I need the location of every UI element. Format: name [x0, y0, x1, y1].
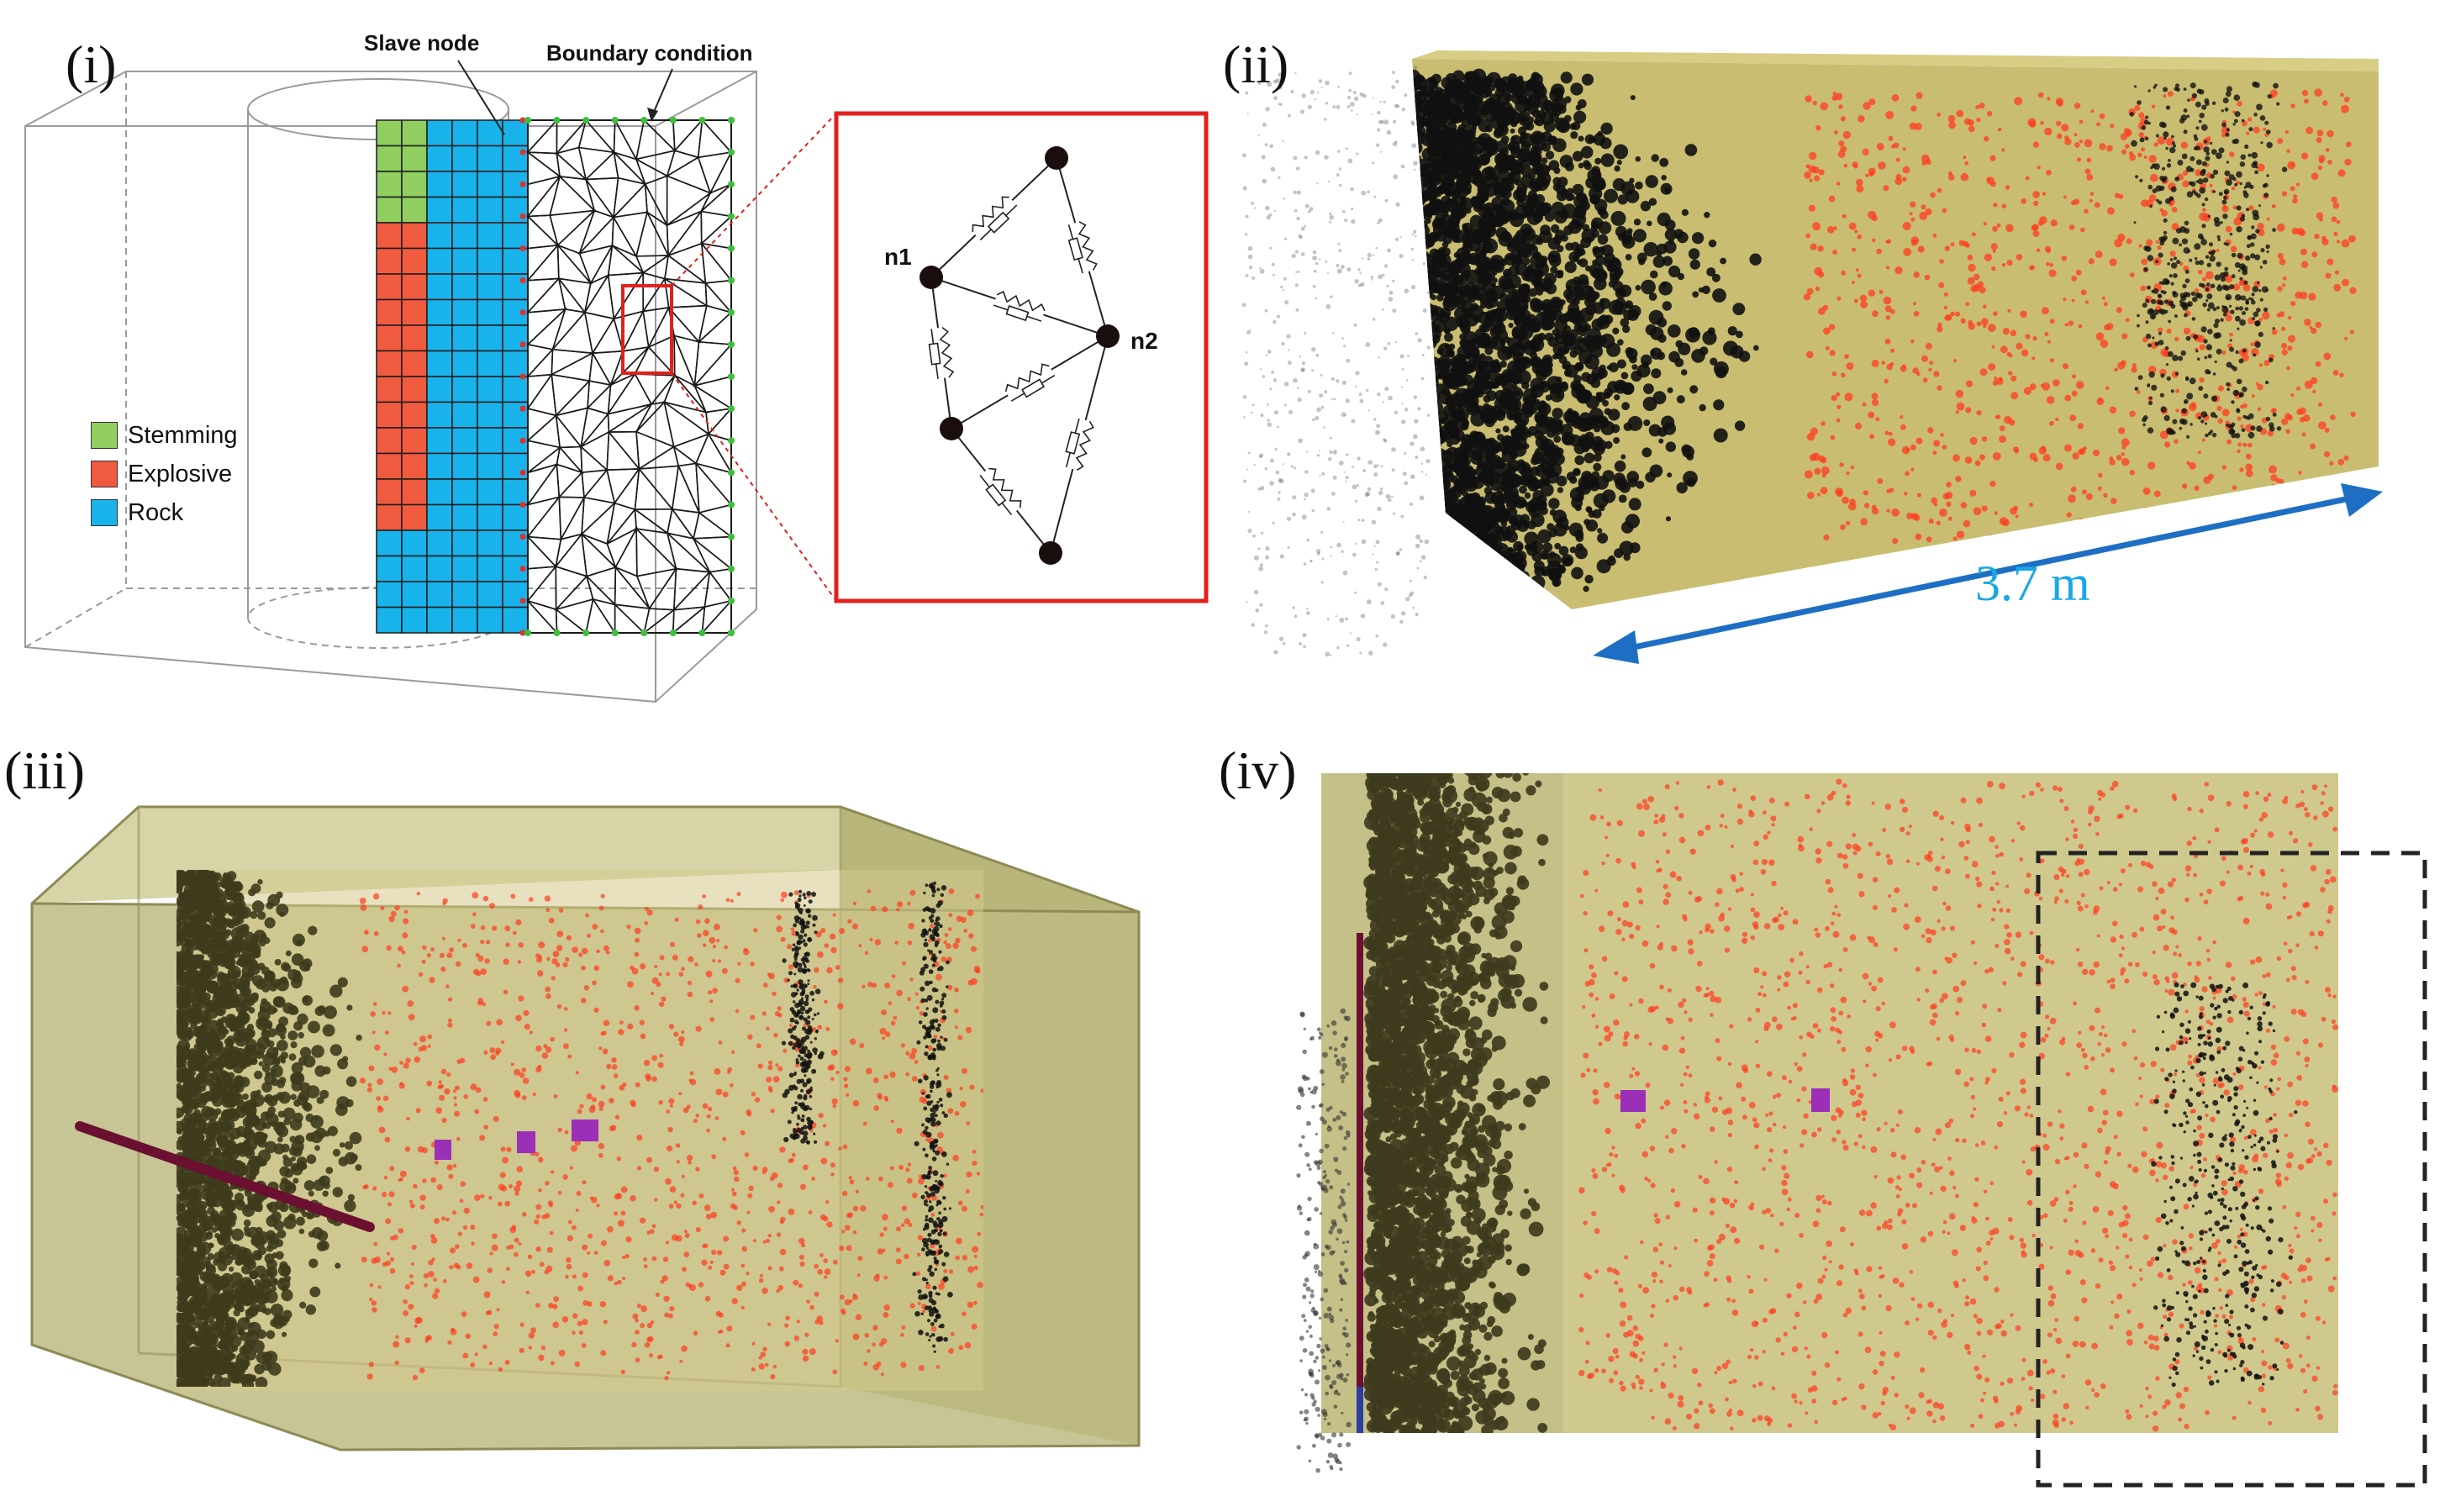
- damage-points: [359, 888, 983, 1381]
- slave-node-pointer: [457, 60, 505, 135]
- panel-iii-transparent-block: [30, 805, 1141, 1451]
- panel-label-ii: (ii): [1223, 34, 1289, 94]
- rock-block-top: [1412, 50, 2379, 71]
- legend-label: Explosive: [128, 460, 233, 487]
- legend: Stemming Explosive Rock: [91, 416, 238, 532]
- ejecta-particles: [1296, 1008, 1352, 1473]
- fracture-cloud: [177, 870, 953, 1387]
- fracture-cloud: [1363, 773, 2298, 1433]
- gauge-markers: [1620, 1088, 1830, 1112]
- legend-swatch-explosive: [91, 461, 118, 487]
- region-of-interest-box: [2036, 851, 2427, 1488]
- boundary-condition-label: Boundary condition: [546, 40, 753, 66]
- zoom-connector-top: [671, 113, 837, 287]
- legend-item-explosive: Explosive: [91, 455, 238, 493]
- box-wireframe: [24, 71, 757, 703]
- legend-label: Rock: [128, 498, 184, 526]
- boundary-pointer: [651, 68, 673, 119]
- panel-i-schematic: [24, 60, 1209, 703]
- node-n2-label: n2: [1130, 328, 1158, 354]
- zoom-source-box: [621, 284, 673, 375]
- zoom-connector-bottom: [671, 372, 837, 602]
- zoom-panel: [834, 111, 1209, 603]
- panel-iv-side-view: [1296, 773, 2427, 1488]
- light-zone: [1563, 773, 2338, 1433]
- node-n1-label: n1: [884, 244, 912, 270]
- ejecta-particles: [1241, 66, 1431, 657]
- gauge-markers: [435, 1120, 598, 1160]
- legend-swatch-stemming: [91, 422, 118, 449]
- element-grid: [376, 119, 529, 634]
- legend-label: Stemming: [128, 421, 238, 449]
- panel-ii-fracture-3d: [1241, 50, 2383, 664]
- panel-label-iv: (iv): [1219, 740, 1297, 800]
- borehole-rod: [75, 1121, 375, 1232]
- spring-network: [920, 146, 1120, 565]
- scale-arrow: [1593, 483, 2383, 664]
- legend-item-rock: Rock: [91, 493, 238, 532]
- triangle-mesh: [519, 117, 735, 636]
- panel-label-iii: (iii): [4, 740, 85, 800]
- panel-label-i: (i): [66, 34, 117, 94]
- legend-item-stemming: Stemming: [91, 416, 238, 455]
- damage-points: [1578, 778, 2338, 1432]
- boundary-arrowhead: [647, 108, 658, 122]
- scale-length-label: 3.7 m: [1975, 556, 2090, 611]
- legend-swatch-rock: [91, 499, 118, 526]
- slave-node-label: Slave node: [364, 30, 480, 55]
